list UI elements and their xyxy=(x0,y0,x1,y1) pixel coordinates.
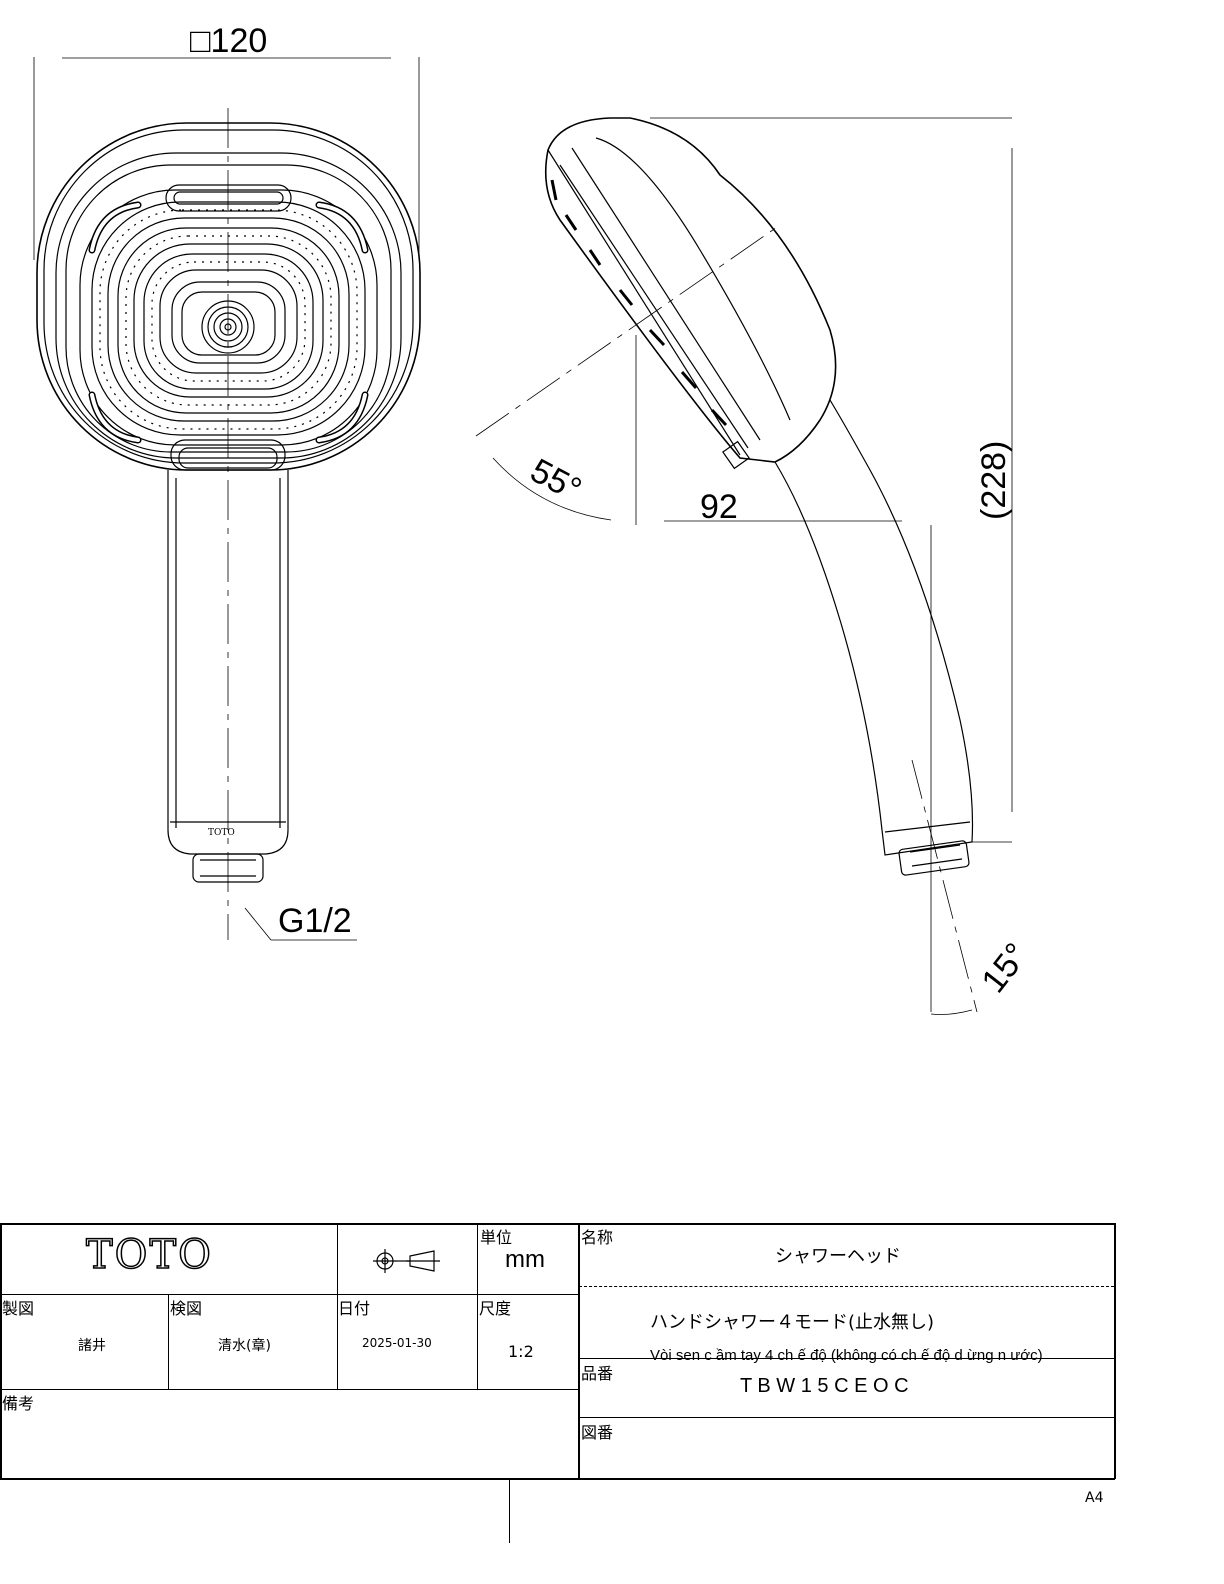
width-dimension: □120 xyxy=(190,22,267,60)
drawn-label: 製図 xyxy=(2,1299,35,1318)
description-jp: ハンドシャワー４モード(止水無し) xyxy=(650,1312,935,1333)
drawn-value: 諸井 xyxy=(78,1338,106,1354)
thread-dimension: G1/2 xyxy=(278,902,352,940)
date-value: 2025-01-30 xyxy=(362,1336,432,1350)
toto-logo: TOTO xyxy=(85,1231,213,1279)
head-angle-dimension: 55° xyxy=(524,452,587,510)
front-view xyxy=(33,57,421,941)
side-view xyxy=(475,117,1013,1015)
checked-label: 検図 xyxy=(170,1299,203,1318)
scale-value: 1:2 xyxy=(508,1342,534,1361)
unit-label: 単位 xyxy=(480,1228,513,1247)
checked-value: 清水(章) xyxy=(218,1338,271,1354)
part-number-value: T B W 1 5 C E O C xyxy=(740,1375,909,1397)
hose-angle-dimension: 15° xyxy=(974,936,1036,1000)
date-label: 日付 xyxy=(338,1299,371,1318)
part-number-label: 品番 xyxy=(581,1364,614,1383)
unit-value: mm xyxy=(505,1246,545,1273)
notes-label: 備考 xyxy=(2,1394,35,1413)
paper-size: A4 xyxy=(1085,1490,1104,1506)
name-value: シャワーヘッド xyxy=(775,1246,901,1267)
product-marking: TOTO xyxy=(208,828,235,838)
projection-symbol xyxy=(373,1249,440,1273)
description-vn: Vòi sen c ầm tay 4 ch ế độ (không có ch … xyxy=(650,1347,1043,1364)
name-label: 名称 xyxy=(581,1228,614,1247)
drawing-number-label: 図番 xyxy=(581,1423,614,1442)
depth-dimension: 92 xyxy=(700,488,738,526)
scale-label: 尺度 xyxy=(479,1299,512,1318)
height-dimension: (228) xyxy=(975,441,1013,520)
